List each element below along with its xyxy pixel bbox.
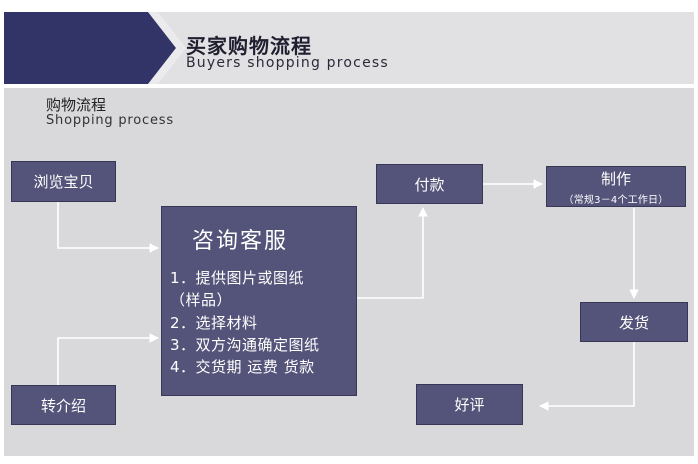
consult-step: 2．选择材料 <box>170 314 258 332</box>
consult-step: 4．交货期 运费 货款 <box>170 358 315 376</box>
header-subtitle: Buyers shopping process <box>186 55 389 71</box>
header-accent-block <box>4 12 186 84</box>
arrow-browse-to-consult <box>57 202 159 253</box>
arrow-ship-to-review <box>539 342 635 411</box>
consult-step: 1．提供图片或图纸 <box>170 269 305 287</box>
node-consult-title: 咨询客服 <box>192 229 289 254</box>
node-referral-label: 转介绍 <box>40 396 86 415</box>
node-consult: 咨询客服 1．提供图片或图纸 （样品） 2．选择材料 3．双方沟通确定图纸 4．… <box>161 206 357 396</box>
node-browse-label: 浏览宝贝 <box>33 173 94 191</box>
node-browse: 浏览宝贝 <box>11 161 116 202</box>
arrow-referral-to-consult <box>57 333 159 385</box>
consult-step: 3．双方沟通确定图纸 <box>170 336 320 354</box>
node-review: 好评 <box>416 384 523 425</box>
section-title: 购物流程 <box>46 96 107 114</box>
header-title: 买家购物流程 <box>186 34 312 58</box>
node-make-label: 制作 <box>600 169 631 188</box>
node-pay-label: 付款 <box>414 175 445 194</box>
section-subtitle: Shopping process <box>46 113 174 128</box>
arrow-consult-to-pay <box>357 207 428 299</box>
node-make: 制作 （常规3－4个工作日） <box>546 166 686 207</box>
node-referral: 转介绍 <box>11 385 116 425</box>
node-ship-label: 发货 <box>618 313 649 332</box>
node-review-label: 好评 <box>454 396 485 414</box>
node-ship: 发货 <box>580 302 688 342</box>
consult-step: （样品） <box>170 291 233 309</box>
node-make-note: （常规3－4个工作日） <box>563 194 669 206</box>
node-pay: 付款 <box>376 164 483 204</box>
